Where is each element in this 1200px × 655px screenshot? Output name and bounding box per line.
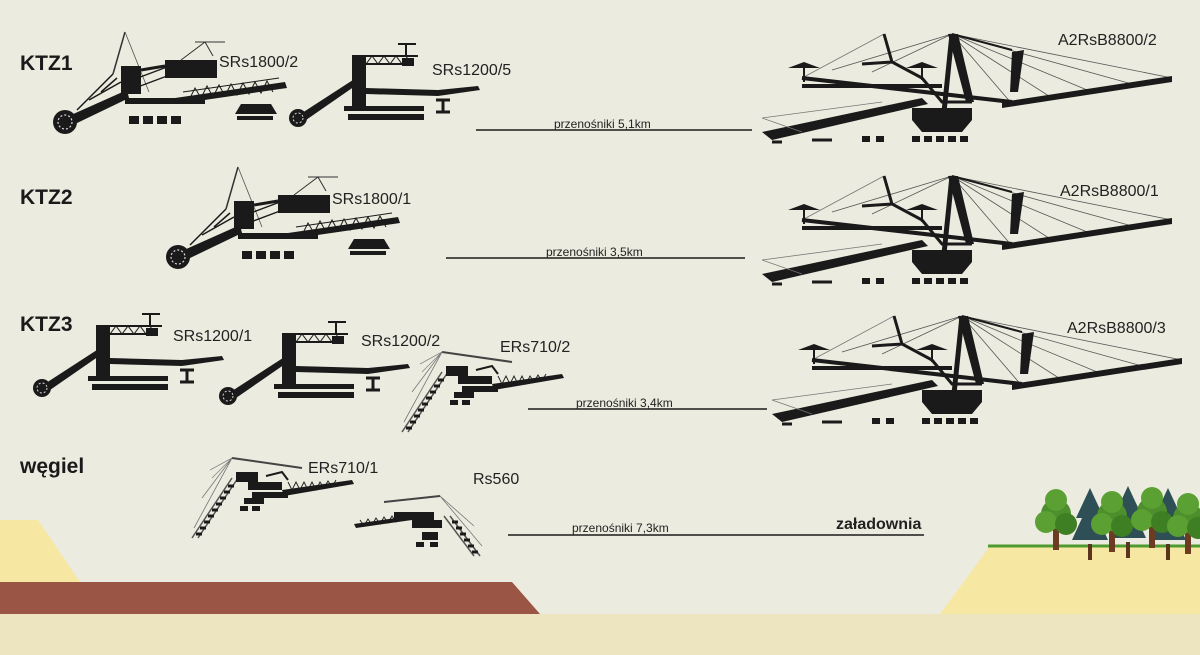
right-sand-bank bbox=[940, 546, 1200, 614]
spreader-label: A2RsB8800/2 bbox=[1058, 32, 1157, 49]
excavator-label: SRs1200/2 bbox=[361, 333, 441, 350]
coal-seam bbox=[0, 582, 540, 614]
conveyor-label: przenośniki 7,3km bbox=[572, 521, 669, 535]
left-sand-bank bbox=[0, 520, 80, 582]
conveyor-label: przenośniki 5,1km bbox=[554, 117, 651, 131]
row-label-ktz3: KTZ3 bbox=[20, 313, 73, 336]
spreader-label: A2RsB8800/3 bbox=[1067, 320, 1166, 337]
pit-floor bbox=[0, 614, 1200, 655]
excavator-label: ERs710/1 bbox=[308, 460, 379, 477]
excavator-label: SRs1800/2 bbox=[219, 54, 299, 71]
conveyor-label: przenośniki 3,5km bbox=[546, 245, 643, 259]
excavator-label: Rs560 bbox=[473, 471, 520, 488]
loading-station-label: załadownia bbox=[836, 516, 922, 533]
row-label-ktz1: KTZ1 bbox=[20, 52, 73, 75]
excavator-label: SRs1200/5 bbox=[432, 62, 512, 79]
excavator-label: SRs1200/1 bbox=[173, 328, 253, 345]
row-label-ktz2: KTZ2 bbox=[20, 186, 73, 209]
excavator-label: SRs1800/1 bbox=[332, 191, 412, 208]
spreader-label: A2RsB8800/1 bbox=[1060, 183, 1159, 200]
conveyor-label: przenośniki 3,4km bbox=[576, 396, 673, 410]
excavator-label: ERs710/2 bbox=[500, 339, 571, 356]
row-label-coal: węgiel bbox=[20, 455, 85, 478]
